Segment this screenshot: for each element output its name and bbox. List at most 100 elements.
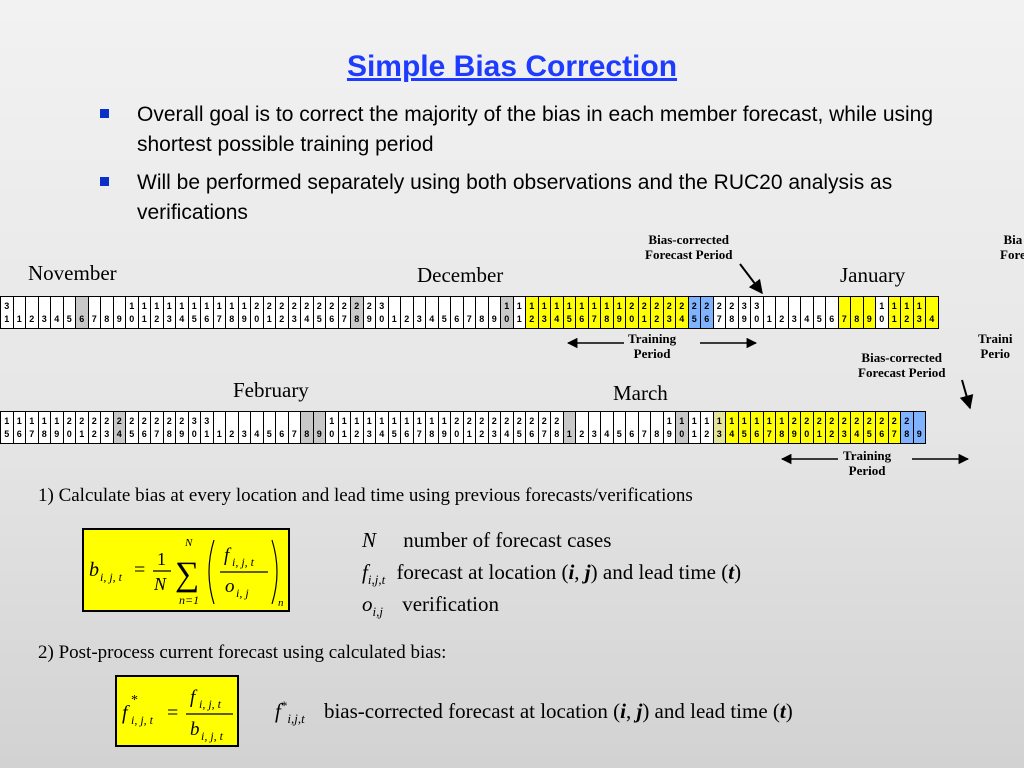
day-cell: 2 bbox=[226, 412, 239, 444]
def2-sub: i,j,t bbox=[287, 711, 305, 727]
day-cell: 2 bbox=[776, 297, 789, 329]
formula-sum-bot: n=1 bbox=[179, 593, 199, 607]
bullet-1-text: Overall goal is to correct the majority … bbox=[137, 103, 934, 156]
day-digit-top: 1 bbox=[16, 415, 22, 426]
day-cell: 4 bbox=[601, 412, 614, 444]
day-digit-top: 2 bbox=[829, 415, 835, 426]
day-digit-bottom: 5 bbox=[316, 313, 322, 324]
day-digit-top: 2 bbox=[504, 415, 510, 426]
day-digit-bottom: 6 bbox=[329, 313, 335, 324]
day-digit-bottom: 9 bbox=[441, 428, 447, 439]
day-digit-top: 1 bbox=[591, 300, 597, 311]
day-digit-top: 2 bbox=[529, 415, 535, 426]
day-digit-top: 1 bbox=[366, 415, 372, 426]
day-cell: 5 bbox=[613, 412, 626, 444]
day-digit-bottom: 6 bbox=[704, 313, 710, 324]
day-digit-bottom: 1 bbox=[141, 313, 147, 324]
day-digit-top: 1 bbox=[341, 415, 347, 426]
day-digit-bottom: 4 bbox=[929, 313, 935, 324]
day-digit-top: 1 bbox=[754, 415, 760, 426]
day-digit-bottom: 3 bbox=[41, 313, 47, 324]
def-f: fi,j,t forecast at location (i, j) and l… bbox=[362, 560, 741, 588]
day-digit-bottom: 2 bbox=[354, 428, 360, 439]
day-digit-bottom: 5 bbox=[741, 428, 747, 439]
day-digit-top: 2 bbox=[91, 415, 97, 426]
day-cell: 6 bbox=[451, 297, 464, 329]
training-period-note-1: Training Period bbox=[628, 331, 676, 361]
day-digit-bottom: 3 bbox=[166, 313, 172, 324]
day-digit-top: 1 bbox=[554, 300, 560, 311]
day-digit-bottom: 3 bbox=[841, 428, 847, 439]
day-digit-bottom: 2 bbox=[404, 313, 410, 324]
day-digit-top: 1 bbox=[216, 300, 222, 311]
formula2-lhs-sub: i, j, t bbox=[131, 713, 154, 727]
month-label-december: December bbox=[417, 263, 504, 287]
day-digit-bottom: 3 bbox=[916, 313, 922, 324]
day-digit-bottom: 6 bbox=[754, 428, 760, 439]
day-digit-bottom: 1 bbox=[79, 428, 85, 439]
formula-lhs-sub: i, j, t bbox=[100, 570, 123, 584]
day-digit-bottom: 8 bbox=[229, 313, 235, 324]
day-digit-top: 1 bbox=[904, 300, 910, 311]
day-digit-top: 2 bbox=[679, 300, 685, 311]
day-digit-bottom: 8 bbox=[41, 428, 47, 439]
def2-comma: , bbox=[625, 699, 637, 723]
formula-eq: = bbox=[134, 559, 145, 581]
day-digit-bottom: 7 bbox=[154, 428, 160, 439]
day-digit-top: 1 bbox=[516, 300, 522, 311]
day-digit-top: 2 bbox=[541, 415, 547, 426]
day-cell: 5 bbox=[63, 297, 76, 329]
day-cell: 7 bbox=[638, 412, 651, 444]
day-digit-top: 1 bbox=[141, 300, 147, 311]
day-digit-bottom: 5 bbox=[191, 313, 197, 324]
note-line: Traini bbox=[978, 331, 1013, 346]
training-period-note-2: Training Period bbox=[843, 448, 891, 478]
day-cell: 2 bbox=[401, 297, 414, 329]
day-digit-top: 2 bbox=[516, 415, 522, 426]
day-digit-bottom: 5 bbox=[516, 428, 522, 439]
day-digit-bottom: 0 bbox=[504, 313, 510, 324]
training-period-note-cut: Traini Perio bbox=[978, 331, 1012, 361]
day-cell: 4 bbox=[51, 297, 64, 329]
day-digit-bottom: 9 bbox=[866, 313, 872, 324]
def-f-text-a: forecast at location ( bbox=[396, 560, 569, 584]
day-digit-bottom: 8 bbox=[479, 313, 485, 324]
def-n: N number of forecast cases bbox=[362, 528, 611, 553]
day-digit-top: 1 bbox=[879, 300, 885, 311]
day-digit-bottom: 4 bbox=[116, 428, 122, 439]
day-cell: 9 bbox=[913, 412, 926, 444]
day-digit-bottom: 1 bbox=[216, 428, 222, 439]
day-digit-top: 2 bbox=[254, 300, 260, 311]
day-digit-bottom: 8 bbox=[854, 313, 860, 324]
day-digit-bottom: 6 bbox=[879, 428, 885, 439]
day-digit-bottom: 2 bbox=[229, 428, 235, 439]
bias-formula-box: b i, j, t = 1 N N ∑ n=1 f i, j, t o i, j… bbox=[82, 528, 290, 612]
day-digit-top: 1 bbox=[241, 300, 247, 311]
day-digit-bottom: 4 bbox=[254, 428, 260, 439]
day-digit-top: 1 bbox=[616, 300, 622, 311]
day-digit-bottom: 4 bbox=[504, 428, 510, 439]
day-digit-top: 2 bbox=[279, 300, 285, 311]
